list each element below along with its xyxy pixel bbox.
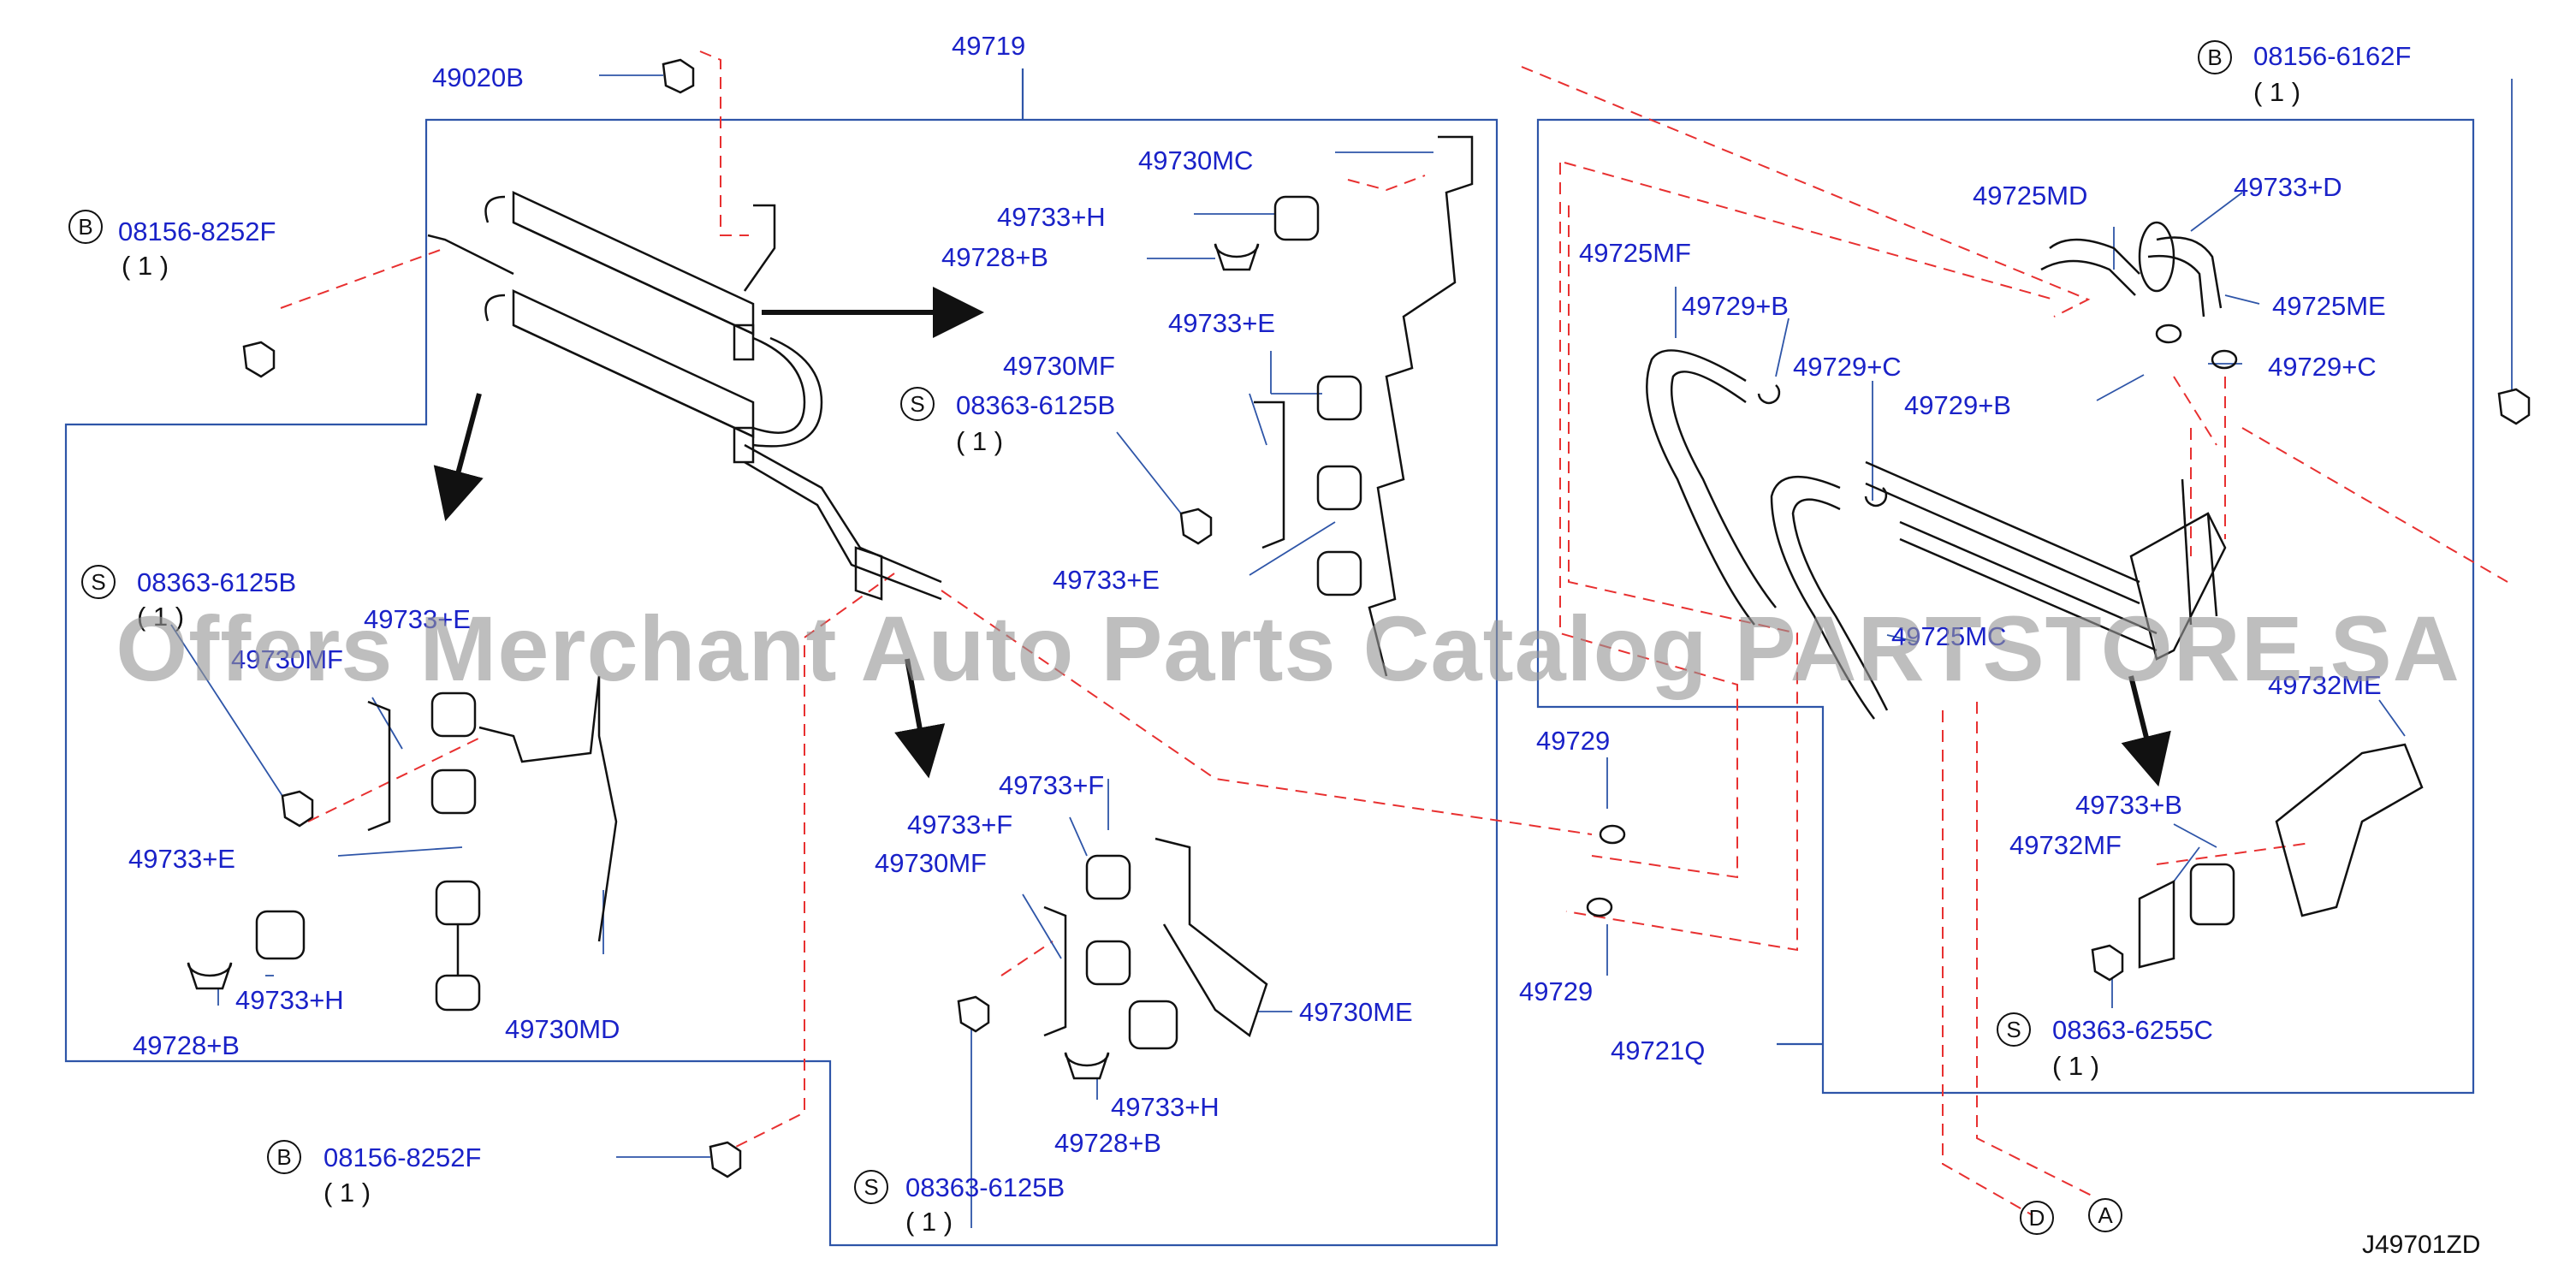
label-49721Q: 49721Q xyxy=(1611,1036,1706,1065)
leader-lines xyxy=(170,74,2513,1228)
label-49729B-a: 49729+B xyxy=(1682,291,1789,321)
label-49732ME: 49732ME xyxy=(2268,670,2382,700)
watermark: Offers Merchant Auto Parts Catalog PARTS… xyxy=(116,596,2460,700)
label-49730MF-left: 49730MF xyxy=(231,644,343,674)
outline-cooler-group xyxy=(64,118,1499,1247)
label-49020B: 49020B xyxy=(432,62,524,92)
label-49733E-left-bottom: 49733+E xyxy=(128,844,235,874)
screw-badge-icon: S xyxy=(1997,1012,2031,1047)
diagram-code: J49701ZD xyxy=(2362,1231,2481,1259)
direction-arrows xyxy=(433,287,2171,787)
label-49719: 49719 xyxy=(952,31,1026,61)
dashed-reference-lines xyxy=(280,50,2508,1216)
group-outlines xyxy=(64,68,2475,1247)
bolt-badge-icon: B xyxy=(2198,40,2232,74)
connector-a-icon: A xyxy=(2088,1198,2122,1232)
label-49728B-left: 49728+B xyxy=(133,1030,240,1060)
label-49730MF-mid: 49730MF xyxy=(1003,351,1115,381)
label-08363-6125B-left: 08363-6125B xyxy=(137,567,297,597)
label-49725ME: 49725ME xyxy=(2272,291,2386,321)
label-49725MC: 49725MC xyxy=(1891,621,2007,651)
brackets-and-mounts xyxy=(255,135,2424,1050)
label-49733B: 49733+B xyxy=(2075,790,2182,820)
label-49729C-b: 49729+C xyxy=(2268,352,2377,382)
label-49730MF-bottom: 49730MF xyxy=(875,848,987,878)
label-49733H-bottom: 49733+H xyxy=(1111,1092,1220,1122)
label-49729B-b: 49729+B xyxy=(1904,390,2011,420)
label-49733E-mid: 49733+E xyxy=(1168,308,1275,338)
fasteners xyxy=(187,58,2531,1178)
bolt-badge-icon: B xyxy=(68,210,103,244)
qty-08156-8252F-top: ( 1 ) xyxy=(122,251,169,281)
label-49725MF: 49725MF xyxy=(1579,238,1691,268)
label-49733E-mid2: 49733+E xyxy=(1053,565,1160,595)
label-49728B-top: 49728+B xyxy=(941,242,1048,272)
screw-badge-icon: S xyxy=(900,387,935,421)
label-49732MF: 49732MF xyxy=(2009,830,2122,860)
label-08363-6255C: 08363-6255C xyxy=(2052,1015,2213,1045)
label-49725MD: 49725MD xyxy=(1973,181,2088,211)
label-49733H-top: 49733+H xyxy=(997,202,1106,232)
qty-08363-6125B-mid: ( 1 ) xyxy=(956,426,1004,456)
bolt-badge-icon: B xyxy=(267,1140,301,1174)
label-49730MD: 49730MD xyxy=(505,1014,620,1044)
screw-badge-icon: S xyxy=(81,565,116,599)
label-49733H-left: 49733+H xyxy=(235,985,344,1015)
label-08156-6162F: 08156-6162F xyxy=(2253,41,2412,71)
hose-assembly xyxy=(1586,221,2238,917)
qty-08363-6125B-bottom: ( 1 ) xyxy=(905,1207,953,1237)
connector-d-icon: D xyxy=(2020,1201,2054,1235)
label-49730MC: 49730MC xyxy=(1138,145,1254,175)
qty-08363-6125B-left: ( 1 ) xyxy=(137,602,185,632)
label-49733F-b: 49733+F xyxy=(907,810,1013,840)
label-08363-6125B-bottom: 08363-6125B xyxy=(905,1172,1065,1202)
label-49728B-bottom: 49728+B xyxy=(1054,1128,1161,1158)
label-49733F-a: 49733+F xyxy=(999,770,1105,800)
label-49730ME: 49730ME xyxy=(1299,997,1413,1027)
label-08156-8252F-top: 08156-8252F xyxy=(118,217,276,246)
label-49729-b: 49729 xyxy=(1519,976,1594,1006)
outline-hose-group xyxy=(1536,118,2475,1095)
qty-08156-6162F: ( 1 ) xyxy=(2253,77,2301,107)
qty-08156-8252F-bottom: ( 1 ) xyxy=(323,1178,371,1208)
label-49729-a: 49729 xyxy=(1536,726,1611,756)
screw-badge-icon: S xyxy=(854,1170,888,1204)
label-49733D: 49733+D xyxy=(2234,172,2342,202)
label-49729C-a: 49729+C xyxy=(1793,352,1902,382)
label-08363-6125B-mid: 08363-6125B xyxy=(956,390,1116,420)
label-08156-8252F-bottom: 08156-8252F xyxy=(323,1142,482,1172)
qty-08363-6255C: ( 1 ) xyxy=(2052,1051,2100,1081)
label-49733E-left-top: 49733+E xyxy=(364,604,471,634)
oil-cooler-assembly xyxy=(427,191,942,601)
